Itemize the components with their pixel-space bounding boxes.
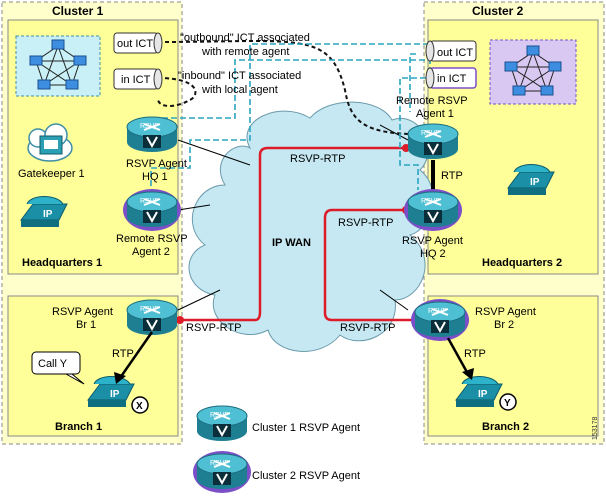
ip-phone-br1-text: IP — [110, 389, 120, 400]
rsvp-rtp-label-mid: RSVP-RTP — [338, 217, 393, 229]
legend-cluster-1-tag: RSVP — [210, 412, 229, 419]
legend-cluster-1-label: Cluster 1 RSVP Agent — [252, 422, 360, 434]
phone-y-badge: Y — [499, 393, 517, 411]
in-ict-2-label: in ICT — [437, 73, 467, 85]
outbound-note-line2: with remote agent — [201, 46, 289, 58]
rsvp-agent-br2-label2: Br 2 — [494, 319, 514, 331]
legend-cluster-2: RSVP Cluster 2 RSVP Agent — [193, 451, 360, 493]
rsvp-rtp-path-bottom — [323, 208, 418, 322]
rsvp-agent-br1-label1: RSVP Agent — [52, 306, 113, 318]
legend-cluster-2-tag: RSVP — [210, 460, 229, 467]
rsvp-agent-br1-tag: RSVP — [140, 306, 159, 313]
in-ict-1-label: in ICT — [121, 74, 151, 86]
signal-link-remote1 — [409, 53, 416, 112]
phone-x-badge: X — [131, 396, 149, 414]
rsvp-rtp-label-br1: RSVP-RTP — [186, 322, 241, 334]
ip-wan-cloud — [188, 101, 434, 352]
rtp-label-br2: RTP — [464, 348, 486, 360]
outbound-note-line1: "outbound" ICT associated — [180, 32, 310, 44]
legend-cluster-1: RSVP Cluster 1 RSVP Agent — [196, 405, 360, 442]
call-y-bubble: Call Y — [31, 351, 85, 385]
gatekeeper-label: Gatekeeper 1 — [18, 168, 85, 180]
figure-id: 153178 — [592, 417, 599, 440]
remote-rsvp-agent-1-tag: RSVP — [421, 130, 440, 137]
rsvp-agent-hq2-tag: RSVP — [421, 198, 440, 205]
out-ict-1-cylinder[interactable]: out ICT — [113, 32, 163, 54]
rsvp-agent-hq1-label1: RSVP Agent — [126, 158, 187, 170]
signal-link-hq2 — [399, 77, 426, 190]
ip-phone-br2-text: IP — [478, 389, 488, 400]
rtp-arrowhead-br1 — [114, 372, 126, 384]
link-remote2-wan — [177, 204, 211, 211]
remote-rsvp-agent-2[interactable]: RSVP — [123, 189, 181, 231]
ip-wan-label: IP WAN — [272, 237, 311, 249]
inbound-note-line1: "inbound" ICT associated — [178, 70, 301, 82]
rsvp-rtp-label-br2: RSVP-RTP — [340, 322, 395, 334]
legend-cluster-2-label: Cluster 2 RSVP Agent — [252, 470, 360, 482]
rtp-label-br1: RTP — [112, 348, 134, 360]
remote-rsvp-agent-2-label1: Remote RSVP — [116, 233, 188, 245]
out-ict-1-label: out ICT — [117, 38, 153, 50]
ip-phone-br2: IP — [455, 376, 503, 408]
ip-phone-hq1-text: IP — [43, 209, 53, 220]
inbound-ict-link — [157, 77, 197, 107]
phone-x-text: X — [136, 401, 143, 412]
rsvp-agent-br1-label2: Br 1 — [76, 319, 96, 331]
branch-1-label: Branch 1 — [55, 421, 102, 433]
link-br2-wan — [379, 289, 409, 311]
in-ict-2-cylinder[interactable]: in ICT — [425, 67, 477, 89]
link-br1-wan — [177, 289, 221, 311]
ip-phone-hq2-text: IP — [530, 177, 540, 188]
rsvp-agent-br2-tag: RSVP — [428, 308, 447, 315]
remote-rsvp-agent-1[interactable]: RSVP — [407, 123, 459, 160]
branch-2-label: Branch 2 — [482, 421, 529, 433]
cluster-1-icon — [15, 35, 101, 97]
rsvp-agent-hq1[interactable]: RSVP — [126, 116, 178, 153]
remote-rsvp-agent-1-label2: Agent 1 — [416, 108, 454, 120]
rsvp-rtp-label-top: RSVP-RTP — [290, 153, 345, 165]
rsvp-endpoint-br1 — [176, 316, 184, 324]
ip-phone-hq1: IP — [20, 196, 68, 228]
phone-y-text: Y — [504, 398, 511, 409]
rsvp-agent-hq1-label2: HQ 1 — [142, 171, 168, 183]
rtp-link-br1 — [118, 331, 154, 379]
headquarters-1-label: Headquarters 1 — [22, 257, 102, 269]
gatekeeper-icon — [27, 123, 73, 162]
rsvp-agent-br2[interactable]: RSVP — [411, 299, 469, 341]
outbound-ict-link — [157, 40, 409, 135]
remote-rsvp-agent-1-label1: Remote RSVP — [396, 95, 468, 107]
rsvp-agent-hq2-label1: RSVP Agent — [402, 235, 463, 247]
inbound-note-line2: with local agent — [201, 84, 278, 96]
call-y-text: Call Y — [38, 358, 68, 370]
link-hq1-wan — [177, 139, 251, 166]
signal-link-remote2 — [150, 43, 430, 195]
rtp-arrowhead-br2 — [462, 368, 474, 380]
ip-phone-br1: IP — [87, 376, 135, 408]
rsvp-agent-br1[interactable]: RSVP — [126, 299, 178, 336]
cluster-2-icon — [489, 39, 577, 105]
remote-rsvp-agent-2-label2: Agent 2 — [132, 246, 170, 258]
headquarters-2-label: Headquarters 2 — [482, 257, 562, 269]
rsvp-agent-hq2[interactable]: RSVP — [404, 189, 462, 231]
rtp-link-br2 — [446, 337, 470, 375]
remote-rsvp-agent-2-tag: RSVP — [140, 198, 159, 205]
out-ict-2-cylinder[interactable]: out ICT — [425, 40, 477, 62]
rsvp-rtp-path-top — [178, 146, 408, 322]
cluster-1-title: Cluster 1 — [52, 4, 104, 18]
cluster-2-title: Cluster 2 — [472, 4, 524, 18]
rsvp-agent-hq2-label2: HQ 2 — [420, 248, 446, 260]
rtp-label-hq2: RTP — [441, 170, 463, 182]
rsvp-agent-br2-label1: RSVP Agent — [475, 306, 536, 318]
rsvp-agent-hq1-tag: RSVP — [140, 123, 159, 130]
in-ict-1-cylinder[interactable]: in ICT — [113, 68, 163, 90]
out-ict-2-label: out ICT — [437, 47, 473, 59]
ip-phone-hq2: IP — [507, 164, 555, 196]
